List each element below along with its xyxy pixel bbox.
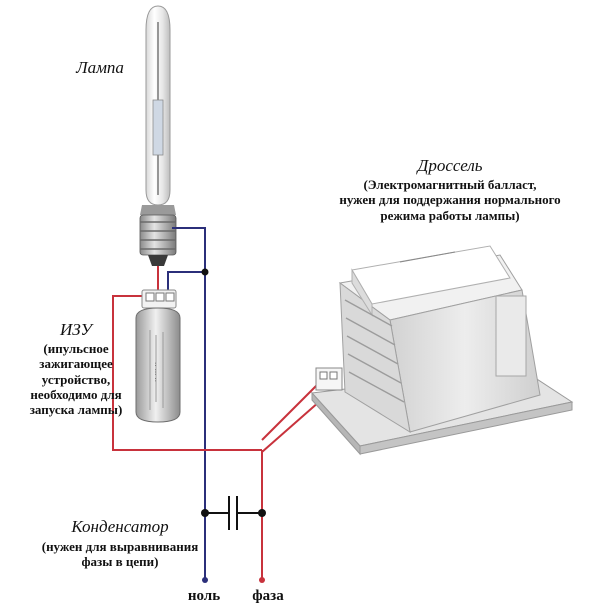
capacitor-description-line: фазы в цепи) bbox=[81, 554, 159, 570]
choke-description-line: (Электромагнитный балласт, bbox=[363, 177, 537, 192]
ignitor-description-line: (ипульсное bbox=[43, 341, 109, 356]
lamp-illustration bbox=[139, 5, 177, 266]
ballast-choke-illustration bbox=[310, 245, 574, 456]
ignitor-description-line: запуска лампы) bbox=[29, 402, 123, 418]
phase-terminal-label: фаза bbox=[252, 588, 284, 604]
ignitor-illustration: ·· ··· ·· bbox=[135, 289, 181, 423]
ignitor-description: (ипульсное зажигающее устройство, необхо… bbox=[14, 341, 138, 418]
neutral-wires bbox=[167, 227, 206, 580]
choke-description-line: нужен для поддержания нормального bbox=[339, 192, 561, 208]
choke-description: (Электромагнитный балласт, нужен для под… bbox=[322, 177, 578, 223]
neutral-terminal-label: ноль bbox=[187, 588, 221, 604]
choke-title: Дроссель bbox=[417, 156, 483, 175]
choke-description-line: режима работы лампы) bbox=[380, 207, 520, 223]
ignitor-description-line: зажигающее bbox=[39, 356, 113, 372]
capacitor-wires bbox=[205, 496, 262, 530]
ignitor-title: ИЗУ bbox=[60, 320, 92, 339]
wire-junctions bbox=[201, 268, 266, 517]
svg-text:·· ··· ··: ·· ··· ·· bbox=[152, 362, 160, 382]
lamp-label: Лампа bbox=[76, 58, 124, 77]
ignitor-description-line: необходимо для bbox=[30, 386, 122, 402]
capacitor-title: Конденсатор bbox=[71, 517, 169, 536]
ignitor-description-line: устройство, bbox=[41, 371, 111, 387]
capacitor-description-line: (нужен для выравнивания bbox=[41, 539, 199, 554]
capacitor-description: (нужен для выравнивания фазы в цепи) bbox=[28, 539, 212, 570]
terminal-ends bbox=[202, 577, 265, 583]
